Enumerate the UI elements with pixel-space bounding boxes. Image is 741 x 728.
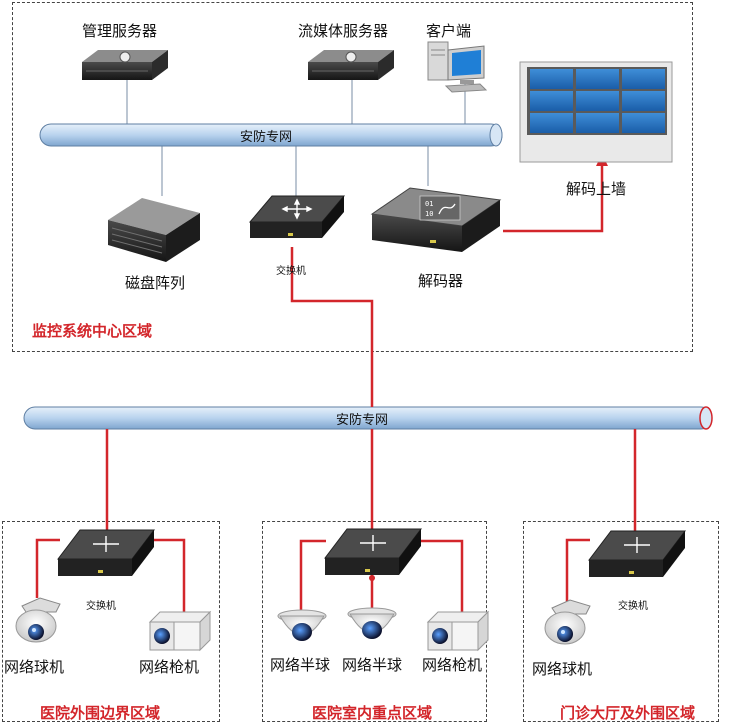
backbone-pipe [23,406,713,430]
top-network-pipe [39,123,503,147]
right-dome-camera-icon [544,599,591,645]
half-dome-camera-2-icon [347,607,397,639]
video-wall-icon [519,61,673,163]
mid-bullet-label: 网络枪机 [422,656,483,674]
media-server-icon [308,50,394,80]
media-server-label: 流媒体服务器 [298,22,389,40]
mgmt-server-icon [82,50,168,80]
right-dome-label: 网络球机 [532,660,593,678]
top-network-label: 安防专网 [240,130,293,145]
right-switch-icon [587,530,687,577]
left-bullet-camera-icon [148,610,212,652]
left-switch-label: 交换机 [86,601,116,612]
top-switch-icon [248,195,346,238]
decoder-icon: 01 10 [370,187,502,252]
disk-array-label: 磁盘阵列 [125,274,186,292]
mgmt-server-label: 管理服务器 [82,22,158,40]
left-switch-icon [56,529,156,576]
left-bullet-label: 网络枪机 [139,658,200,676]
svg-text:10: 10 [425,210,433,218]
video-wall-label: 解码上墙 [566,180,627,198]
svg-text:01: 01 [425,200,433,208]
perimeter-zone-title: 医院外围边界区域 [40,704,161,722]
mid-switch-icon [323,528,423,575]
disk-array-icon [108,198,200,262]
half-dome-camera-1-icon [277,609,327,641]
backbone-network-label: 安防专网 [336,413,389,428]
perimeter-zone-box [2,521,220,722]
right-switch-label: 交换机 [618,601,648,612]
top-connectors [126,80,466,198]
client-pc-icon [427,41,488,93]
lobby-zone-title: 门诊大厅及外围区域 [560,704,696,722]
lobby-zone-box [523,521,719,722]
mid-bullet-camera-icon [426,610,490,652]
left-dome-camera-icon [15,597,61,643]
indoor-zone-title: 医院室内重点区域 [312,704,433,722]
center-zone-box [12,2,693,352]
client-label: 客户端 [426,22,472,40]
red-links [35,162,637,614]
mid-half-dome-1-label: 网络半球 [270,656,331,674]
decoder-label: 解码器 [418,272,464,290]
top-switch-label: 交换机 [276,266,306,277]
left-dome-label: 网络球机 [4,658,65,676]
mid-half-dome-2-label: 网络半球 [342,656,403,674]
center-zone-title: 监控系统中心区域 [32,322,153,340]
